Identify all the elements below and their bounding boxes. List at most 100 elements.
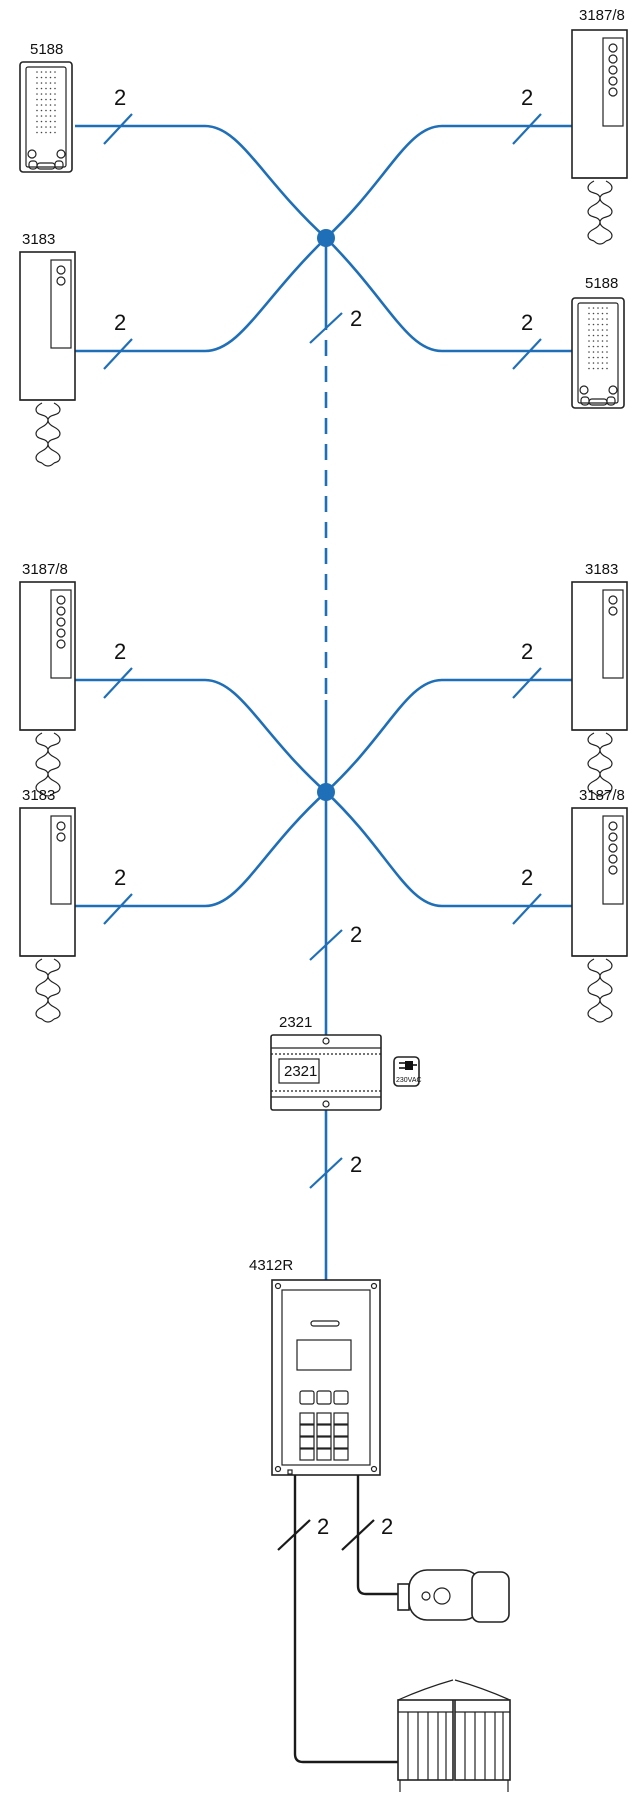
speaker-grille-dot [45,109,47,112]
speaker-grille-dot [45,71,47,73]
speaker-grille-dot [40,120,43,123]
speaker-grille-dot [36,104,38,106]
speaker-grille-dot [36,76,38,79]
handset-mid-right-2 [571,807,628,1023]
speaker-grille-dot [588,340,590,342]
speaker-grille-dot [54,120,56,123]
speaker-grille-dot [49,93,52,95]
speaker-unit-top-right [571,297,625,409]
speaker-grille-dot [40,131,43,134]
speaker-grille-dot [606,318,608,320]
speaker-grille-dot [54,115,56,117]
speaker-grille-dot [597,334,599,337]
speaker-grille-dot [40,109,43,112]
wire-top-right-1 [325,124,572,239]
speaker-grille-dot [40,98,43,101]
speaker-grille-dot [49,109,52,112]
speaker-grille-dot [597,323,599,326]
junction-mid [317,783,335,801]
speaker-grille-dot [592,340,595,342]
speaker-grille-dot [36,82,38,84]
speaker-grille-dot [40,126,43,128]
speaker-grille-dot [592,362,595,364]
speaker-grille-dot [597,329,599,331]
speaker-grille-dot [36,87,38,90]
speaker-grille-dot [606,329,608,331]
speaker-grille-dot [45,93,47,95]
gate-icon [397,1679,511,1792]
speaker-grille-dot [36,71,38,73]
speaker-grille-dot [597,367,599,370]
speaker-grille-dot [588,356,590,359]
speaker-grille-dot [54,76,56,79]
handset-mid-left-2 [19,807,76,1023]
wire-count-mr1: 2 [521,639,533,664]
wire-count-ml1: 2 [114,639,126,664]
speaker-grille-dot [49,82,52,84]
speaker-grille-dot [606,362,608,364]
speaker-grille-dot [45,126,47,128]
speaker-grille-dot [45,120,47,123]
speaker-grille-dot [54,104,56,106]
device-label-mid-left-2: 3183 [22,787,55,804]
device-label-mid-right-2: 3187/8 [579,787,625,804]
speaker-grille-dot [36,120,38,123]
speaker-grille-dot [601,307,604,309]
speaker-grille-dot [54,87,56,90]
speaker-grille-dot [45,115,47,117]
speaker-grille-dot [36,109,38,112]
speaker-grille-dot [49,131,52,134]
handset-mid-left [19,581,76,797]
speaker-grille-dot [597,356,599,359]
speaker-grille-dot [606,334,608,337]
speaker-grille-dot [588,323,590,326]
speaker-grille-dot [601,345,604,348]
speaker-grille-dot [592,307,595,309]
speaker-grille-dot [588,345,590,348]
device-label-top-right-1: 3187/8 [579,7,625,24]
speaker-grille-dot [49,87,52,90]
speaker-grille-dot [601,323,604,326]
wire-count-tr1: 2 [521,85,533,110]
speaker-grille-dot [592,367,595,370]
wire-top-right-2 [325,237,572,353]
speaker-grille-dot [45,87,47,90]
speaker-grille-dot [597,312,599,315]
speaker-grille-dot [40,82,43,84]
device-label-top-left-2: 3183 [22,231,55,248]
speaker-grille-dot [597,351,599,353]
wire-panel-to-gate [293,1475,398,1764]
mains-plug-icon [393,1056,420,1087]
speaker-grille-dot [54,131,56,134]
speaker-grille-dot [588,334,590,337]
speaker-grille-dot [601,334,604,337]
wire-top-left-1 [75,124,327,239]
speaker-grille-dot [54,109,56,112]
wire-count-panel-camera: 2 [381,1514,393,1539]
speaker-grille-dot [601,340,604,342]
speaker-grille-dot [49,120,52,123]
speaker-grille-dot [597,340,599,342]
speaker-grille-dot [49,76,52,79]
speaker-grille-dot [597,345,599,348]
speaker-grille-dot [36,115,38,117]
speaker-grille-dot [36,131,38,134]
speaker-grille-dot [601,351,604,353]
speaker-grille-dot [592,323,595,326]
wire-count-tl1: 2 [114,85,126,110]
speaker-grille-dot [49,104,52,106]
wire-count-tl2: 2 [114,310,126,335]
speaker-grille-dot [606,312,608,315]
speaker-grille-dot [588,307,590,309]
speaker-grille-dot [606,351,608,353]
speaker-grille-dot [49,115,52,117]
junction-top [317,229,335,247]
speaker-grille-dot [592,351,595,353]
speaker-grille-dot [45,131,47,134]
speaker-grille-dot [40,104,43,106]
mains-voltage-label: 230VAC [396,1077,422,1084]
speaker-grille-dot [45,82,47,84]
speaker-grille-dot [601,329,604,331]
wire-count-tr2: 2 [521,310,533,335]
